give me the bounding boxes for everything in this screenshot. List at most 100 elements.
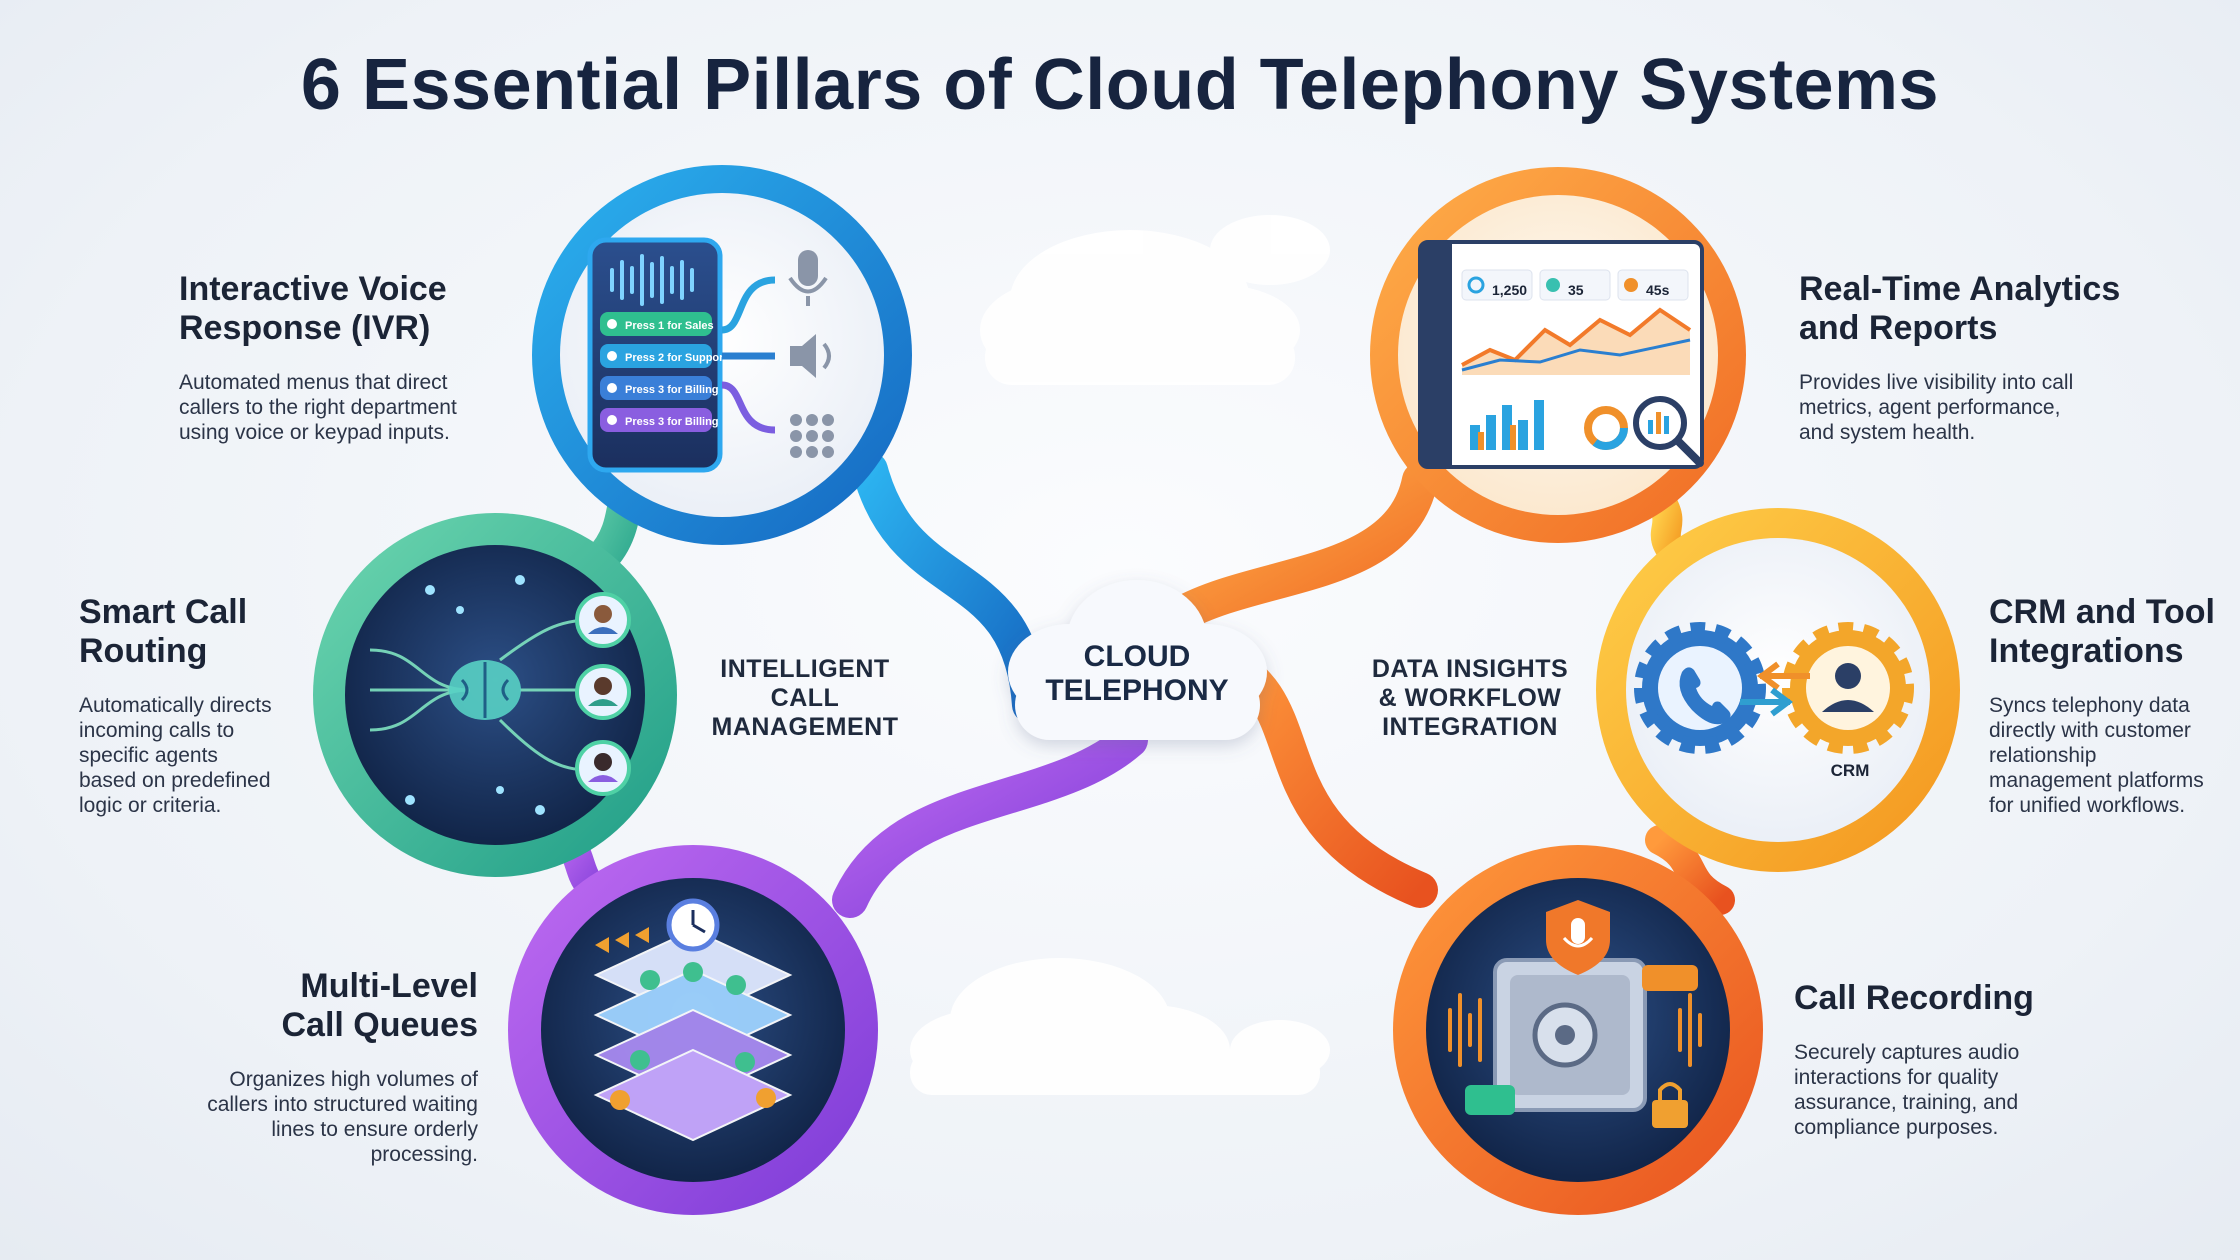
connector-queues [832, 722, 1148, 918]
cloud-telephony-icon [1008, 580, 1267, 740]
connector-analytics [1162, 462, 1438, 633]
ivr-menu-item: Press 3 for Billing [625, 416, 719, 428]
desc-line: Provides live visibility into call [1799, 371, 2074, 394]
center-line: TELEPHONY [1045, 674, 1229, 707]
hub-line: INTEGRATION [1382, 713, 1558, 741]
title-line: Call Queues [281, 1006, 478, 1044]
desc-line: logic or criteria. [79, 794, 222, 817]
keypad-icon [790, 414, 834, 458]
phone-icon [1679, 667, 1731, 725]
phone-icon [630, 962, 755, 1072]
stat-value: 45s [1646, 282, 1670, 298]
hub-line: DATA INSIGHTS [1371, 655, 1569, 683]
hub-line: MANAGEMENT [711, 713, 899, 741]
desc-line: Automated menus that direct [179, 371, 448, 394]
title-line: Call Recording [1794, 979, 2034, 1017]
desc-line: lines to ensure orderly [271, 1118, 478, 1141]
pillar-description: Securely captures audio interactions for… [1794, 1040, 2154, 1140]
pillar-description: Provides live visibility into call metri… [1799, 370, 2199, 445]
hub-line: & WORKFLOW [1378, 684, 1562, 712]
pillar-ivr: Interactive Voice Response (IVR) Automat… [179, 270, 539, 445]
desc-line: interactions for quality [1794, 1066, 1999, 1089]
title-line: and Reports [1799, 309, 1998, 347]
desc-line: specific agents [79, 744, 218, 767]
title-line: Response (IVR) [179, 309, 431, 347]
title-line: Multi-Level [300, 967, 478, 1005]
desc-line: metrics, agent performance, [1799, 396, 2061, 419]
ivr-illustration: Press 1 for Sales Press 2 for Support Pr… [532, 165, 912, 545]
recording-illustration [1393, 845, 1763, 1215]
pillar-description: Automated menus that direct callers to t… [179, 370, 539, 445]
pillar-queues: Multi-Level Call Queues Organizes high v… [150, 967, 478, 1167]
title-line: Real-Time Analytics [1799, 270, 2121, 308]
pillar-title: Smart Call Routing [79, 593, 329, 671]
desc-line: Securely captures audio [1794, 1041, 2020, 1064]
title-line: Routing [79, 632, 208, 670]
desc-line: relationship [1989, 744, 2097, 767]
shield-icon [1546, 900, 1610, 975]
desc-line: management platforms [1989, 769, 2204, 792]
pillar-description: Syncs telephony data directly with custo… [1989, 693, 2234, 818]
stat-value: 35 [1568, 282, 1584, 298]
queues-illustration [508, 845, 878, 1215]
magnifier-icon [1633, 396, 1704, 467]
connector-crm-recording [1645, 825, 1735, 915]
routing-illustration [313, 513, 677, 877]
pillar-title: Multi-Level Call Queues [150, 967, 478, 1045]
lock-icon [1652, 1082, 1688, 1128]
user-icon [1822, 663, 1874, 712]
clock-icon [666, 898, 720, 952]
desc-line: Automatically directs [79, 694, 272, 717]
desc-line: callers to the right department [179, 396, 457, 419]
cloud-telephony-label: CLOUD TELEPHONY [1018, 640, 1256, 708]
pillar-title: CRM and Tool Integrations [1989, 593, 2234, 671]
pillar-description: Automatically directs incoming calls to … [79, 693, 329, 818]
desc-line: for unified workflows. [1989, 794, 2186, 817]
hub-line: INTELLIGENT [720, 655, 890, 683]
title-line: Smart Call [79, 593, 248, 631]
background-cloud-icon [980, 215, 1330, 385]
crm-label: CRM [1831, 761, 1870, 780]
pillar-title: Real-Time Analytics and Reports [1799, 270, 2199, 348]
page-title: 6 Essential Pillars of Cloud Telephony S… [300, 45, 1940, 125]
desc-line: Organizes high volumes of [229, 1068, 478, 1091]
title-line: Interactive Voice [179, 270, 447, 308]
background-cloud-icon [910, 958, 1330, 1095]
pillar-routing: Smart Call Routing Automatically directs… [79, 593, 329, 818]
agent-icon [575, 592, 631, 648]
center-line: CLOUD [1083, 640, 1191, 673]
desc-line: assurance, training, and [1794, 1091, 2019, 1114]
ivr-menu-item: Press 3 for Billing [625, 384, 719, 396]
agent-icon [575, 740, 631, 796]
hub-label-left: INTELLIGENT CALL MANAGEMENT [690, 655, 920, 742]
title-line: CRM and Tool [1989, 593, 2215, 631]
pillar-analytics: Real-Time Analytics and Reports Provides… [1799, 270, 2199, 445]
pillar-description: Organizes high volumes of callers into s… [150, 1067, 478, 1167]
crm-illustration: CRM [1596, 508, 1960, 872]
pillar-title: Call Recording [1794, 979, 2154, 1018]
desc-line: Syncs telephony data [1989, 694, 2190, 717]
brain-icon [449, 660, 521, 720]
microphone-icon [788, 250, 828, 306]
hub-label-right: DATA INSIGHTS & WORKFLOW INTEGRATION [1350, 655, 1590, 742]
gear-icon [1634, 622, 1766, 754]
desc-line: incoming calls to [79, 719, 235, 742]
analytics-illustration: 1,250 35 45s [1370, 167, 1746, 543]
desc-line: using voice or keypad inputs. [179, 421, 450, 444]
ivr-menu-item: Press 1 for Sales [625, 320, 714, 332]
desc-line: compliance purposes. [1794, 1116, 1999, 1139]
pillar-crm: CRM and Tool Integrations Syncs telephon… [1989, 593, 2234, 818]
ivr-menu-item: Press 2 for Support [625, 352, 727, 364]
agent-icon [575, 664, 631, 720]
desc-line: based on predefined [79, 769, 271, 792]
pillar-title: Interactive Voice Response (IVR) [179, 270, 539, 348]
speaker-icon [790, 334, 831, 378]
safe-icon [1493, 958, 1647, 1112]
desc-line: directly with customer [1989, 719, 2191, 742]
desc-line: callers into structured waiting [207, 1093, 478, 1116]
pillar-recording: Call Recording Securely captures audio i… [1794, 979, 2154, 1140]
hub-line: CALL [770, 684, 840, 712]
title-line: Integrations [1989, 632, 2184, 670]
